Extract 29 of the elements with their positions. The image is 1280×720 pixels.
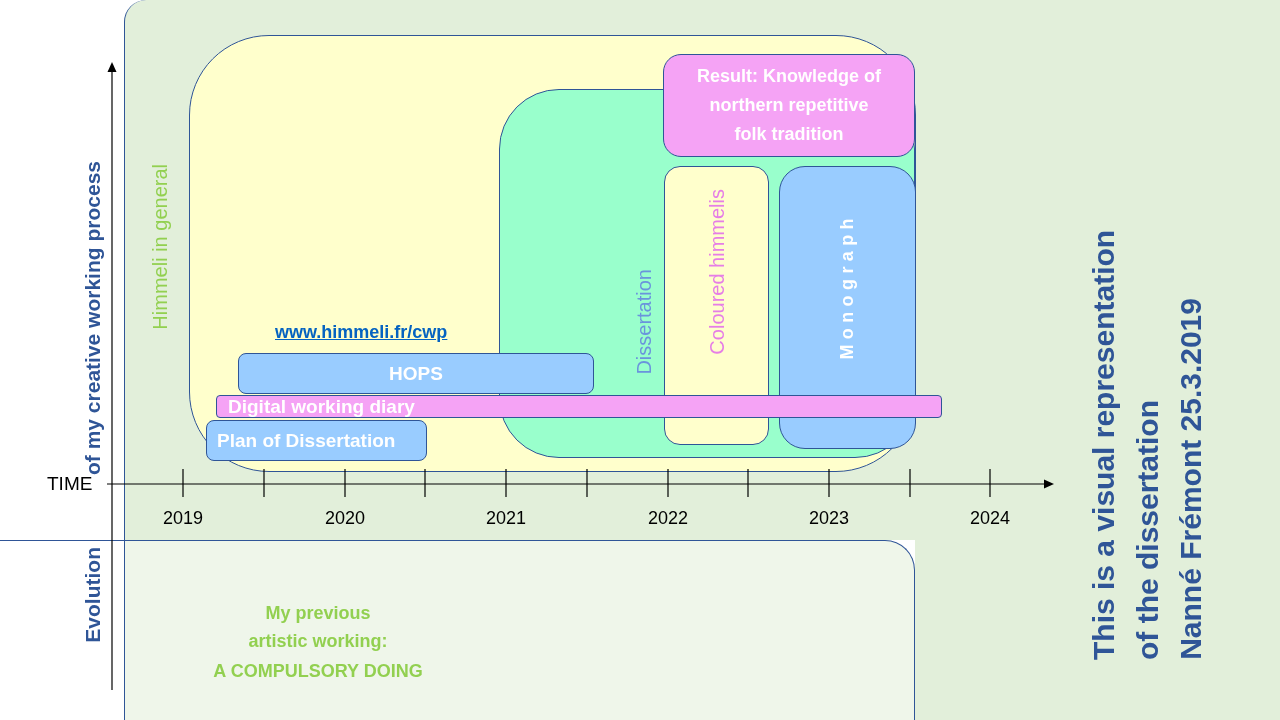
caption: This is a visual representation of the dissertation	[1086, 228, 1165, 660]
year-label: 2020	[325, 507, 365, 529]
bar-label: Monograph	[836, 213, 858, 360]
bar-label: Plan of Dissertation	[217, 431, 396, 450]
axis-label: TIME	[47, 473, 93, 496]
panel-text: A COMPULSORY DOING	[213, 660, 423, 683]
rounded-bar	[664, 166, 769, 445]
web-link: www.himmeli.fr/cwp	[275, 321, 448, 343]
bar-label: HOPS	[389, 364, 443, 383]
year-label: 2022	[648, 507, 688, 529]
box-label: Result: Knowledge of northern repetitive folk tradition	[696, 65, 882, 146]
timeline-bar	[238, 353, 594, 394]
rounded-bar	[779, 166, 916, 449]
year-label: 2021	[486, 507, 526, 529]
panel-label: Himmeli in general	[148, 164, 172, 330]
panel-text: My previous artistic working:	[247, 602, 389, 653]
section-label: Evolution	[81, 547, 105, 643]
bar-label: Coloured himmelis	[704, 189, 729, 355]
bar-label: Digital working diary	[228, 397, 415, 416]
axis-label: of my creative working process	[81, 161, 105, 475]
timeline-bar	[216, 395, 942, 418]
section-panel	[124, 540, 915, 720]
author-date-label: Nanné Frémont 25.3.2019	[1173, 298, 1208, 660]
panel-label: Dissertation	[632, 269, 656, 375]
year-label: 2024	[970, 507, 1010, 529]
timeline-bar	[206, 420, 427, 461]
year-label: 2019	[163, 507, 203, 529]
result-box	[663, 54, 915, 157]
year-label: 2023	[809, 507, 849, 529]
